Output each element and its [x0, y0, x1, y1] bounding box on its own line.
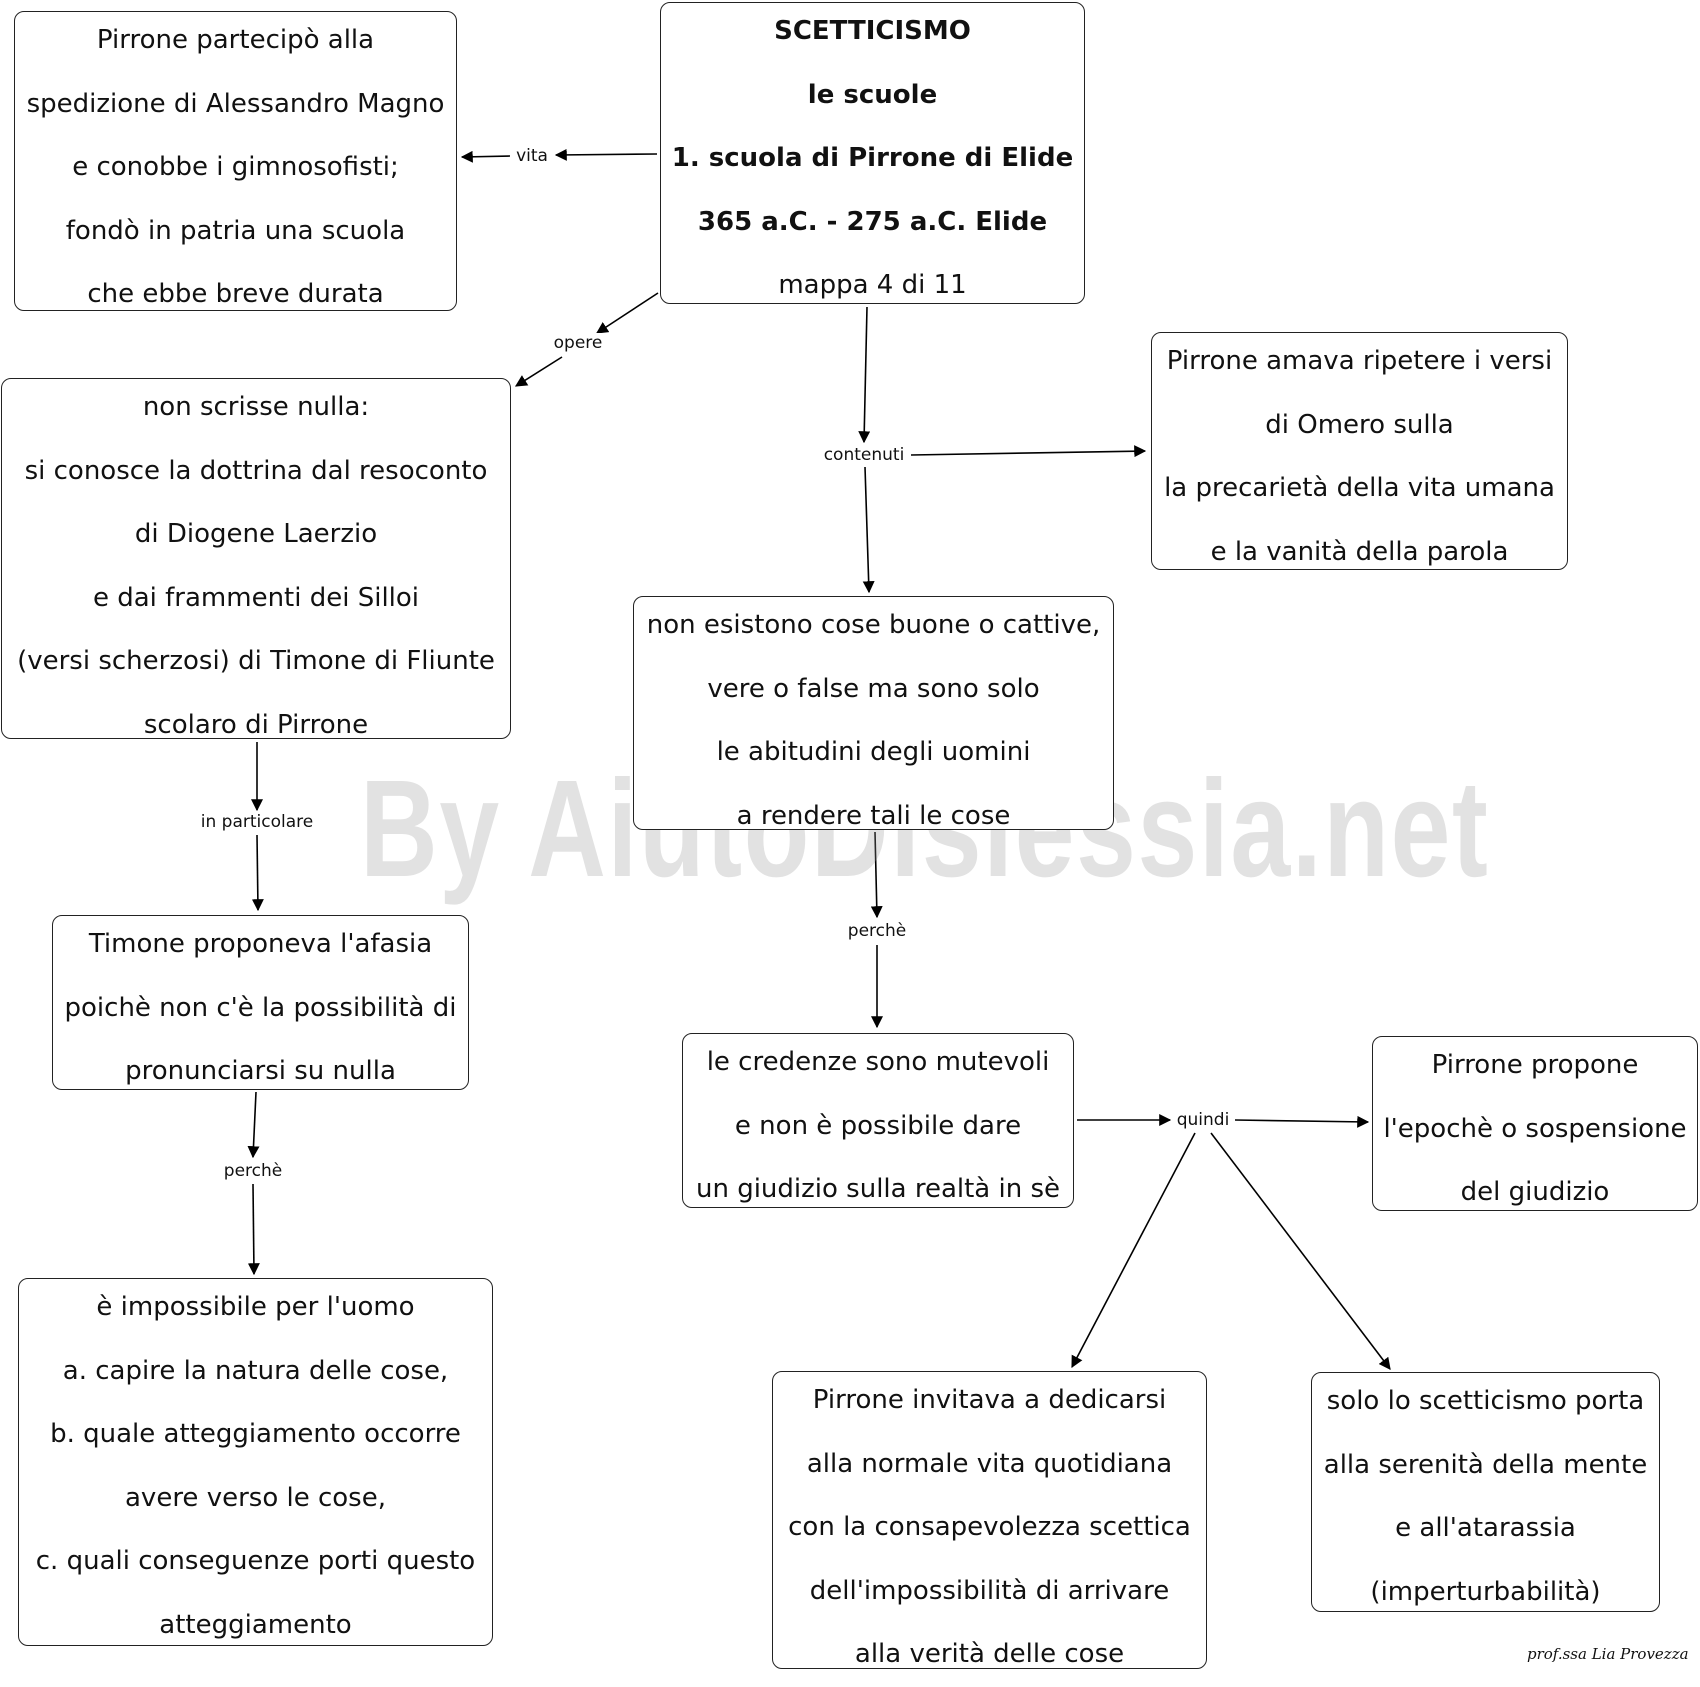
connector-contenuti-label-omero: [910, 445, 1147, 458]
link-label-opere: opere: [551, 333, 605, 353]
uomo-line: b. quale atteggiamento occorre: [50, 1419, 461, 1449]
timone-line: pronunciarsi su nulla: [125, 1056, 396, 1086]
connector-quindi-label-quotidiana: [1071, 1132, 1196, 1369]
connector-opere-label-box: [514, 356, 563, 387]
opere-line: scolaro di Pirrone: [143, 709, 369, 740]
quotidiana-line: con la consapevolezza scettica: [788, 1512, 1191, 1542]
connector-vita-label-box: [460, 150, 511, 163]
link-label-contenuti: contenuti: [821, 445, 907, 465]
connector-contenuti-label-cose: [862, 466, 875, 594]
connector-quindi-label-serenita: [1210, 1132, 1391, 1370]
node-opere: non scrisse nulla: si conosce la dottrin…: [1, 378, 511, 740]
connector-quindi-label-epoche: [1234, 1115, 1370, 1128]
timone-line: Timone proponeva l'afasia: [88, 929, 433, 959]
root-dates: 365 a.C. - 275 a.C. Elide: [697, 206, 1048, 237]
serenita-line: solo lo scetticismo porta: [1326, 1386, 1645, 1416]
node-cose: non esistono cose buone o cattive, vere …: [633, 596, 1114, 831]
vita-line: e conobbe i gimnosofisti;: [72, 152, 399, 182]
quotidiana-line: alla verità delle cose: [854, 1639, 1125, 1669]
node-vita: Pirrone partecipò alla spedizione di Ale…: [14, 11, 457, 311]
node-quotidiana: Pirrone invitava a dedicarsi alla normal…: [772, 1371, 1207, 1669]
uomo-line: c. quali conseguenze porti questo: [35, 1546, 476, 1576]
link-label-quindi: quindi: [1174, 1110, 1232, 1130]
opere-line: si conosce la dottrina dal resoconto: [24, 455, 488, 486]
connector-cose-perche-label: [870, 831, 883, 919]
root-school: 1. scuola di Pirrone di Elide: [671, 143, 1074, 173]
timone-line: poichè non c'è la possibilità di: [64, 992, 457, 1023]
quotidiana-line: dell'impossibilità di arrivare: [809, 1575, 1170, 1606]
vita-line: che ebbe breve durata: [87, 279, 384, 309]
vita-line: spedizione di Alessandro Magno: [26, 88, 445, 119]
connector-perche-label-uomo: [247, 1183, 260, 1276]
cose-line: le abitudini degli uomini: [716, 737, 1031, 767]
epoche-line: del giudizio: [1460, 1177, 1610, 1207]
vita-line: fondò in patria una scuola: [65, 215, 406, 246]
uomo-line: a. capire la natura delle cose,: [62, 1355, 449, 1386]
uomo-line: avere verso le cose,: [125, 1482, 386, 1513]
quotidiana-line: Pirrone invitava a dedicarsi: [812, 1385, 1167, 1415]
link-label-vita: vita: [514, 146, 550, 166]
connector-inparticolare-label-timone: [251, 834, 264, 912]
root-title: SCETTICISMO: [774, 16, 971, 46]
link-label-perche: perchè: [845, 921, 909, 941]
connector-timone-perche-label: [247, 1091, 260, 1159]
serenita-line: e all'atarassia: [1395, 1513, 1576, 1543]
node-omero: Pirrone amava ripetere i versi di Omero …: [1151, 332, 1568, 570]
node-timone: Timone proponeva l'afasia poichè non c'è…: [52, 915, 469, 1090]
credenze-line: e non è possibile dare: [734, 1110, 1022, 1141]
author-signature: prof.ssa Lia Provezza: [1527, 1645, 1689, 1663]
root-subtitle: le scuole: [807, 79, 938, 110]
epoche-line: l'epochè o sospensione: [1383, 1113, 1687, 1144]
credenze-line: un giudizio sulla realtà in sè: [695, 1174, 1061, 1204]
cose-line: vere o false ma sono solo: [707, 673, 1040, 704]
link-label-perche: perchè: [221, 1161, 285, 1181]
credenze-line: le credenze sono mutevoli: [706, 1047, 1050, 1077]
opere-line: di Diogene Laerzio: [134, 519, 378, 549]
omero-line: e la vanità della parola: [1210, 536, 1509, 567]
epoche-line: Pirrone propone: [1431, 1050, 1639, 1080]
cose-line: non esistono cose buone o cattive,: [646, 610, 1101, 640]
uomo-line: è impossibile per l'uomo: [96, 1292, 415, 1322]
opere-line: non scrisse nulla:: [142, 392, 370, 422]
omero-line: la precarietà della vita umana: [1164, 473, 1555, 503]
serenita-line: alla serenità della mente: [1323, 1449, 1648, 1480]
node-root: SCETTICISMO le scuole 1. scuola di Pirro…: [660, 2, 1085, 304]
quotidiana-line: alla normale vita quotidiana: [806, 1448, 1173, 1479]
vita-line: Pirrone partecipò alla: [96, 25, 375, 55]
node-uomo: è impossibile per l'uomo a. capire la na…: [18, 1278, 493, 1646]
cose-line: a rendere tali le cose: [736, 800, 1011, 831]
opere-line: e dai frammenti dei Silloi: [92, 582, 420, 613]
root-map-number: mappa 4 di 11: [778, 270, 967, 300]
connector-root-opere-label: [595, 292, 659, 334]
node-credenze: le credenze sono mutevoli e non è possib…: [682, 1033, 1074, 1208]
link-label-in-particolare: in particolare: [198, 812, 316, 832]
connector-root-vita-label: [554, 148, 658, 161]
omero-line: Pirrone amava ripetere i versi: [1166, 346, 1553, 376]
node-epoche: Pirrone propone l'epochè o sospensione d…: [1372, 1036, 1698, 1211]
connector-root-contenuti-label: [858, 306, 871, 444]
omero-line: di Omero sulla: [1265, 409, 1454, 440]
opere-line: (versi scherzosi) di Timone di Fliunte: [17, 646, 495, 676]
serenita-line: (imperturbabilità): [1370, 1576, 1601, 1607]
node-serenita: solo lo scetticismo porta alla serenità …: [1311, 1372, 1660, 1612]
uomo-line: atteggiamento: [159, 1609, 352, 1640]
